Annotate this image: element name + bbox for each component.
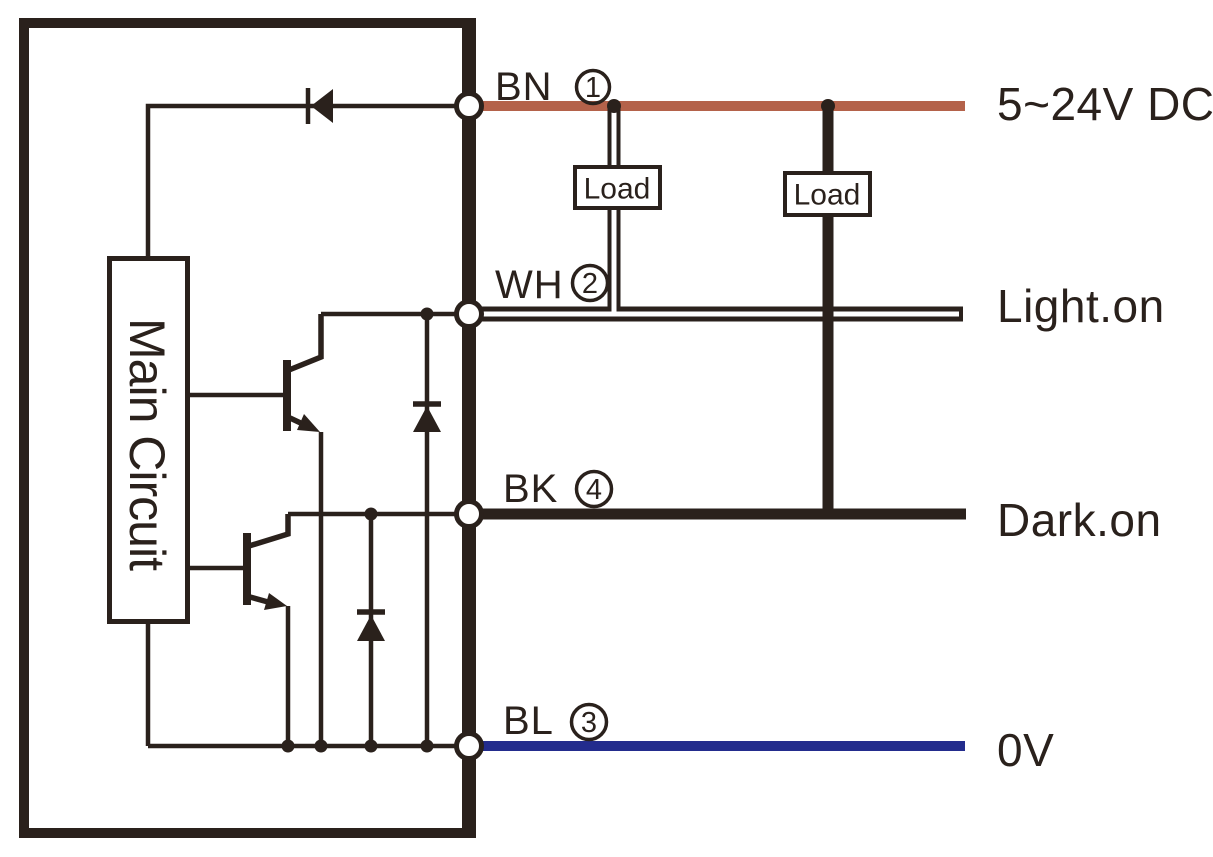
bl-label: BL xyxy=(503,699,554,743)
terminal-wh xyxy=(454,299,484,329)
load1-box xyxy=(573,165,662,210)
supply-voltage-label: 5~24V DC xyxy=(997,78,1213,130)
junction-dot xyxy=(314,739,328,753)
junction-dot xyxy=(420,307,434,321)
terminal-bl xyxy=(454,731,484,761)
upper-collector xyxy=(287,314,324,373)
lower-emitter-arrow xyxy=(264,593,287,610)
external-wiring: Load Load xyxy=(469,99,966,751)
zero-volt-label: 0V xyxy=(997,724,1054,776)
pin-4-badge-circle xyxy=(574,469,614,509)
lower-emitter xyxy=(249,594,269,605)
load1-wire-core xyxy=(611,111,617,314)
signal-labels: 5~24V DC Light.on Dark.on 0V xyxy=(997,78,1213,776)
terminal-bk xyxy=(454,499,484,529)
clamp-diode-dark-icon xyxy=(357,514,385,746)
load1-label: Load xyxy=(584,173,651,206)
pin-2-number: 2 xyxy=(582,268,598,300)
light-on-label: Light.on xyxy=(997,280,1165,332)
clamp-diode-dark-triangle xyxy=(357,615,385,641)
main-circuit-box xyxy=(107,256,190,624)
pin-4-number: 4 xyxy=(586,474,602,506)
pin-1-number: 1 xyxy=(585,72,601,104)
wh-wire-core xyxy=(481,311,959,317)
clamp-diode-light-triangle xyxy=(413,406,441,432)
bn-label: BN xyxy=(495,65,553,109)
junction-dot xyxy=(281,739,295,753)
sensor-housing-outline xyxy=(19,18,475,838)
dark-on-label: Dark.on xyxy=(997,494,1162,546)
diode-triangle xyxy=(311,89,333,123)
lower-collector xyxy=(248,514,291,549)
junction-dot xyxy=(420,739,434,753)
terminals xyxy=(454,91,484,761)
bn-wire-internal xyxy=(145,103,463,258)
bk-label: BK xyxy=(503,467,558,511)
terminal-bn xyxy=(454,91,484,121)
junction-dot xyxy=(821,99,835,113)
internal-wiring xyxy=(145,88,463,753)
terminal-labels: BN 1 WH 2 BK 4 BL 3 xyxy=(495,65,614,743)
load2-label: Load xyxy=(794,179,861,212)
pin-1-badge-circle xyxy=(574,68,612,106)
clamp-diode-light-icon xyxy=(413,314,441,746)
main-circuit-label: Main Circuit xyxy=(119,318,175,571)
pin-2-badge-circle xyxy=(570,263,610,303)
upper-emitter-arrow xyxy=(297,414,320,432)
junction-dot xyxy=(364,739,378,753)
pin-3-number: 3 xyxy=(581,707,597,739)
reverse-polarity-diode-icon xyxy=(305,88,333,124)
junction-dot xyxy=(364,507,378,521)
junction-dot xyxy=(607,99,621,113)
npn-transistor-upper-icon xyxy=(283,314,324,746)
load2-box xyxy=(783,171,872,217)
pin-3-badge-circle xyxy=(569,702,609,742)
wh-label: WH xyxy=(495,263,564,307)
npn-transistor-lower-icon xyxy=(243,514,291,746)
